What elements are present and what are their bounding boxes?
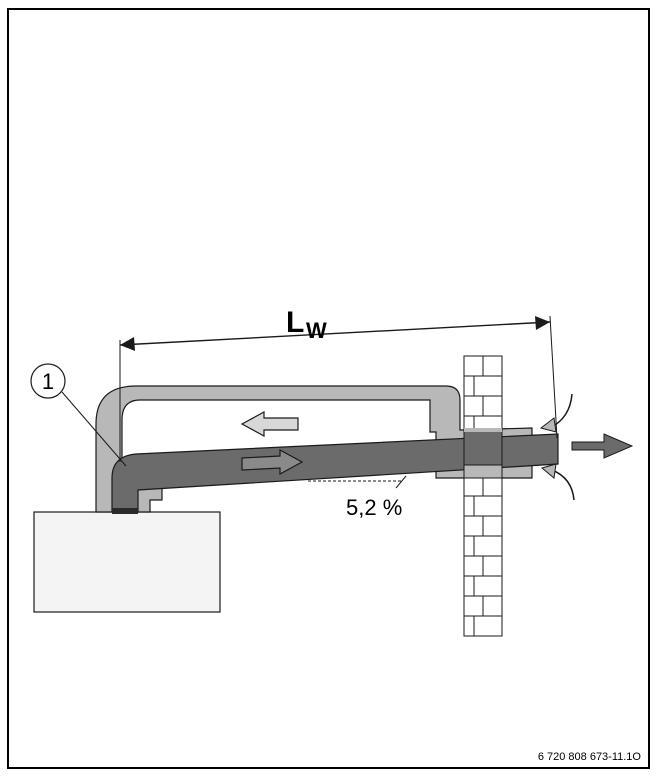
pipe-collar xyxy=(112,508,138,514)
wall-pipe-section xyxy=(463,430,503,466)
figure-code: 6 720 808 673-11.1O xyxy=(537,751,641,763)
outlet-arrow-icon xyxy=(571,433,634,459)
exhaust-pipe xyxy=(111,433,559,513)
intake-arrow-top-icon xyxy=(539,417,557,433)
length-label-subscript: W xyxy=(306,318,327,343)
slope-leader-line xyxy=(395,475,407,489)
flue-flow-arrow-icon xyxy=(241,448,304,476)
intake-arrow-bottom-icon xyxy=(540,463,557,479)
intake-curve-bottom xyxy=(551,469,575,501)
dimension-extension-right xyxy=(549,315,558,439)
callout-number: 1 xyxy=(42,369,54,394)
brick-wall xyxy=(463,355,503,637)
boiler-unit xyxy=(33,511,221,613)
callout-leader-line xyxy=(61,391,127,467)
callout-circle xyxy=(30,363,66,399)
air-flow-arrow-icon xyxy=(240,410,299,438)
dimension-line xyxy=(119,321,551,346)
wall-duct-bottom xyxy=(463,464,503,479)
wall-duct-top xyxy=(464,428,502,432)
dimension-arrowhead-right-icon xyxy=(535,316,550,330)
slope-label: 5,2 % xyxy=(346,495,402,520)
diagram-frame xyxy=(7,8,650,769)
dimension-arrowhead-left-icon xyxy=(120,337,135,351)
length-label-main: L xyxy=(286,306,304,339)
